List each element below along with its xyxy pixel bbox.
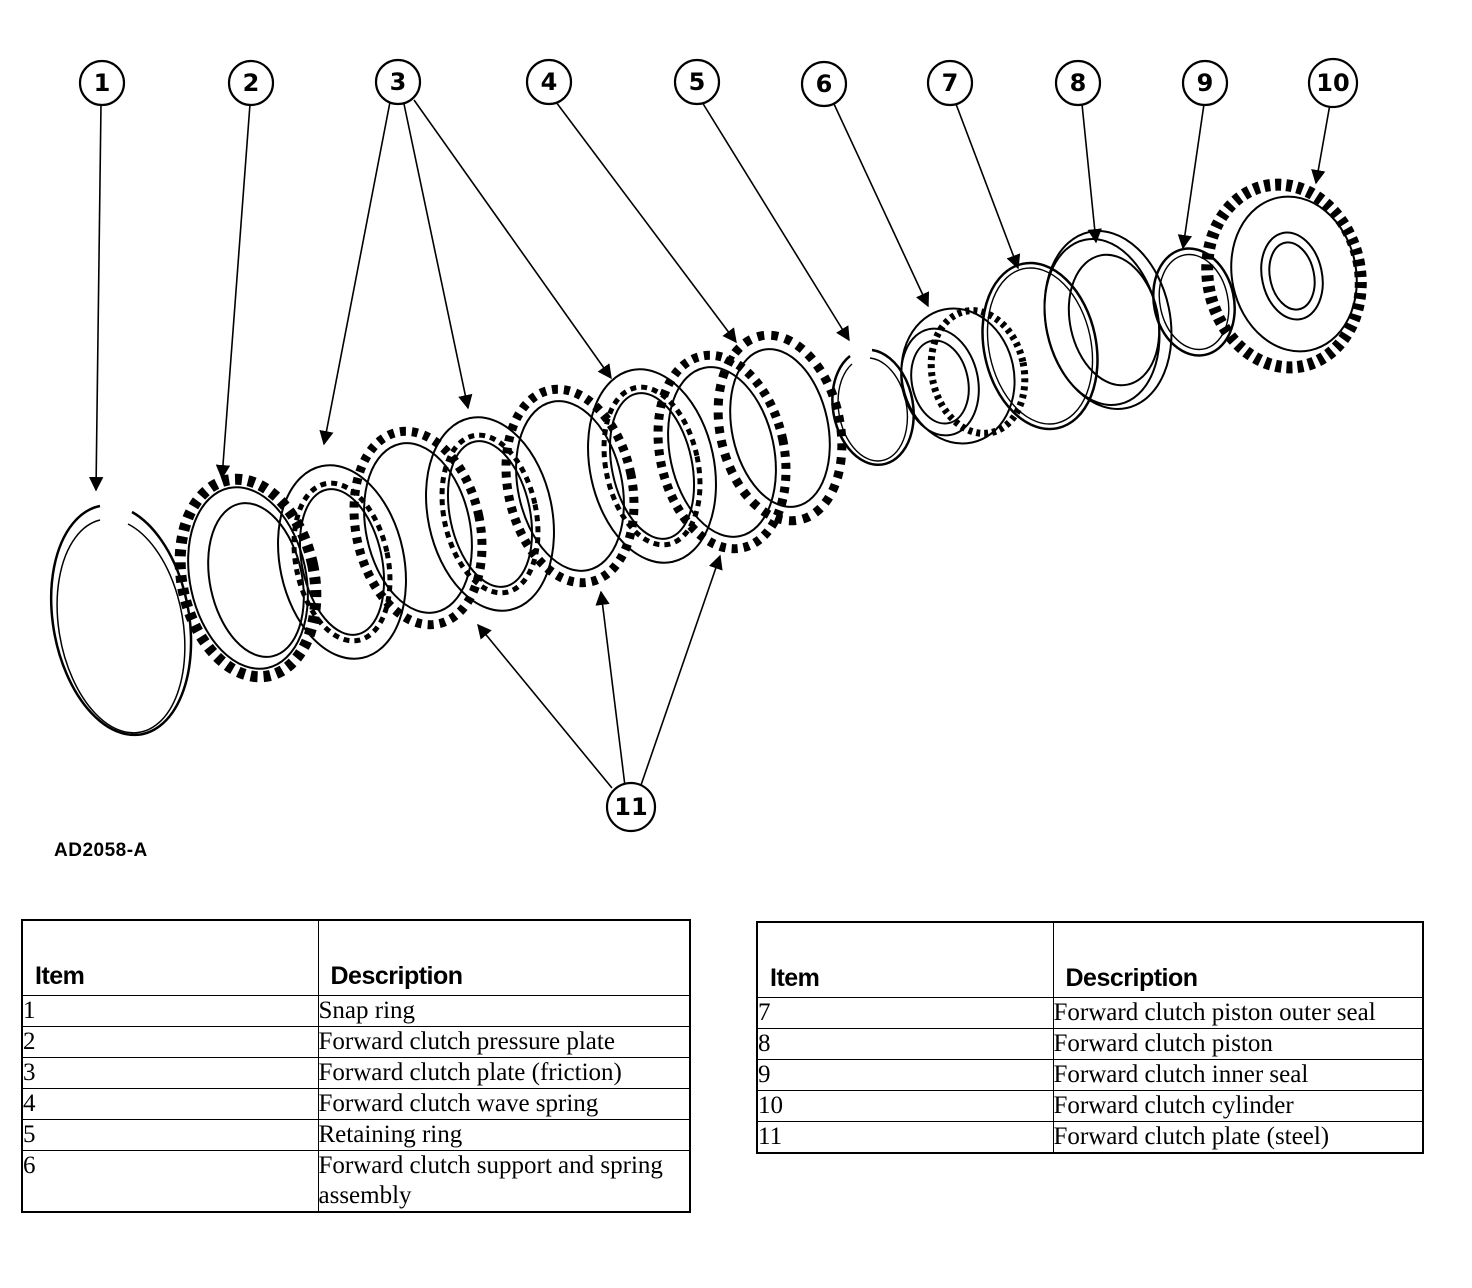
- table-row: 6 Forward clutch support and spring asse…: [21, 1150, 691, 1213]
- table-row: 5 Retaining ring: [21, 1119, 691, 1151]
- leader-lines: [88, 99, 1331, 789]
- callout-2: 2: [227, 59, 275, 107]
- item-number: 1: [21, 995, 319, 1027]
- item-description: Retaining ring: [317, 1119, 691, 1151]
- table-row: 10 Forward clutch cylinder: [756, 1090, 1424, 1122]
- piston-outer-seal-part: [981, 261, 1099, 431]
- item-number: 7: [756, 997, 1054, 1029]
- piston-part: [1043, 230, 1173, 410]
- callouts: 1 2 3 4 5 6 7 8 9 10 11: [78, 57, 1359, 833]
- item-description: Forward clutch plate (friction): [317, 1057, 691, 1089]
- svg-text:8: 8: [1070, 69, 1087, 97]
- svg-text:11: 11: [614, 793, 647, 821]
- item-description: Snap ring: [317, 995, 691, 1027]
- item-column-header: Item: [756, 921, 1054, 998]
- description-column-header: Description: [317, 919, 691, 996]
- pressure-plate-part: [174, 473, 322, 683]
- callout-10: 10: [1307, 57, 1359, 109]
- callout-5: 5: [673, 58, 721, 106]
- item-number: 10: [756, 1090, 1054, 1122]
- clutch-cylinder-part: [1201, 178, 1367, 374]
- item-description: Forward clutch wave spring: [317, 1088, 691, 1120]
- figure-id: AD2058-A: [54, 840, 148, 861]
- table-row: 1 Snap ring: [21, 995, 691, 1027]
- friction-plate-part: [425, 416, 555, 612]
- item-description: Forward clutch pressure plate: [317, 1026, 691, 1058]
- item-description: Forward clutch piston outer seal: [1052, 997, 1424, 1029]
- steel-plate-part: [501, 384, 639, 588]
- retaining-ring-part: [831, 348, 915, 467]
- svg-text:3: 3: [390, 68, 407, 96]
- item-column-header: Item: [21, 919, 319, 996]
- table-row: 2 Forward clutch pressure plate: [21, 1026, 691, 1058]
- snap-ring-part: [49, 504, 193, 737]
- item-number: 6: [21, 1150, 319, 1213]
- table-row: 9 Forward clutch inner seal: [756, 1059, 1424, 1091]
- callout-11: 11: [605, 781, 657, 833]
- svg-text:6: 6: [816, 70, 833, 98]
- exploded-diagram: 1 2 3 4 5 6 7 8 9 10 11: [49, 57, 1367, 833]
- item-number: 11: [756, 1121, 1054, 1154]
- callout-9: 9: [1181, 59, 1229, 107]
- item-number: 5: [21, 1119, 319, 1151]
- svg-text:1: 1: [94, 69, 111, 97]
- callout-8: 8: [1054, 59, 1102, 107]
- item-description: Forward clutch cylinder: [1052, 1090, 1424, 1122]
- table-row: 8 Forward clutch piston: [756, 1028, 1424, 1060]
- callout-4: 4: [525, 58, 573, 106]
- friction-plate-part: [587, 368, 717, 564]
- item-number: 2: [21, 1026, 319, 1058]
- table-row: 11 Forward clutch plate (steel): [756, 1121, 1424, 1154]
- inner-seal-part: [1152, 247, 1236, 357]
- svg-text:9: 9: [1197, 69, 1214, 97]
- steel-plate-part: [349, 426, 487, 630]
- item-number: 4: [21, 1088, 319, 1120]
- item-description: Forward clutch support and spring assemb…: [317, 1150, 691, 1213]
- callout-1: 1: [78, 59, 126, 107]
- legend-header-row: Item Description: [21, 919, 691, 996]
- friction-plate-part: [277, 464, 407, 660]
- callout-3: 3: [374, 58, 422, 106]
- legend-table-left: Item Description 1 Snap ring 2 Forward c…: [21, 919, 691, 1213]
- item-number: 9: [756, 1059, 1054, 1091]
- legend-header-row: Item Description: [756, 921, 1424, 998]
- item-description: Forward clutch plate (steel): [1052, 1121, 1424, 1154]
- svg-text:2: 2: [243, 69, 260, 97]
- item-description: Forward clutch piston: [1052, 1028, 1424, 1060]
- legend-table-right: Item Description 7 Forward clutch piston…: [756, 921, 1424, 1154]
- item-number: 8: [756, 1028, 1054, 1060]
- table-row: 7 Forward clutch piston outer seal: [756, 997, 1424, 1029]
- table-row: 4 Forward clutch wave spring: [21, 1088, 691, 1120]
- svg-text:5: 5: [689, 68, 706, 96]
- description-column-header: Description: [1052, 921, 1424, 998]
- svg-text:10: 10: [1316, 69, 1349, 97]
- svg-text:4: 4: [541, 68, 558, 96]
- item-description: Forward clutch inner seal: [1052, 1059, 1424, 1091]
- callout-6: 6: [800, 60, 848, 108]
- steel-plate-part: [653, 350, 791, 554]
- support-spring-assembly-part: [900, 307, 1029, 445]
- svg-text:7: 7: [942, 69, 959, 97]
- table-row: 3 Forward clutch plate (friction): [21, 1057, 691, 1089]
- item-number: 3: [21, 1057, 319, 1089]
- callout-7: 7: [926, 59, 974, 107]
